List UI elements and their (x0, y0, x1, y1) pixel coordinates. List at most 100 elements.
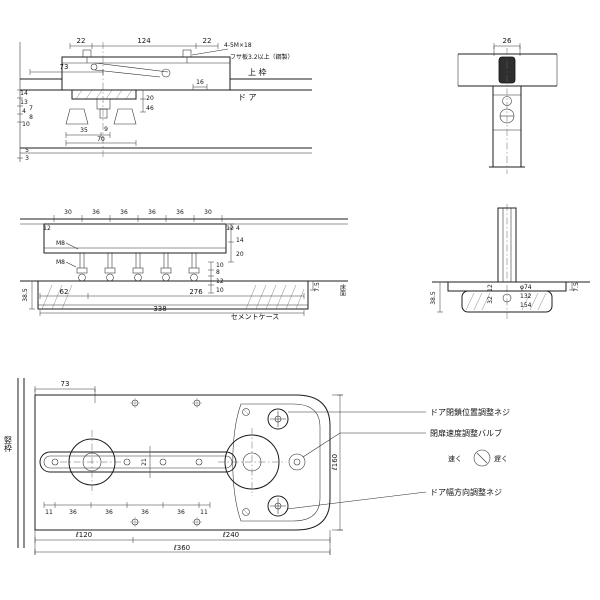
bolt-label-m8-a: M8 (56, 240, 65, 247)
nut-2 (104, 267, 116, 274)
dim-12a: 12 (43, 225, 51, 232)
plate-note: フサ板3.2以上（鋼製） (230, 53, 294, 61)
dim-10a: 10 (216, 262, 224, 269)
dim-l240: ℓ240 (222, 531, 239, 539)
length-dim-lines (34, 530, 331, 555)
transom-ends (457, 54, 558, 86)
dim-14: 14 (236, 237, 244, 244)
dim-4: 4 (236, 225, 240, 232)
dim-75: 7.5 (573, 282, 580, 292)
dim-36c: 36 (148, 209, 156, 216)
plan-view: 竪枠 (4, 378, 510, 555)
speed-valve (288, 453, 306, 471)
dim-36d: 36 (177, 509, 185, 516)
anchor-loop-2 (106, 273, 114, 282)
dim-30a: 30 (64, 209, 72, 216)
speed-valve-center (293, 458, 301, 466)
dim-13: 13 (20, 99, 28, 106)
dim-385: 38.5 (430, 291, 437, 305)
dim-75-line (569, 281, 575, 291)
arm-hole-4 (195, 458, 203, 466)
dim-21-line (147, 446, 153, 478)
valve-screw-icon (473, 449, 491, 467)
dim-338-line (39, 310, 305, 316)
bolt-head-left (82, 49, 92, 58)
top-frame-lines (20, 78, 312, 91)
plate-screw-top (242, 408, 250, 416)
dim-385-line (29, 280, 35, 310)
arm-channel-inner (43, 455, 233, 469)
dim-385: 38.5 (22, 288, 29, 302)
arm-hole-1 (51, 458, 59, 466)
cement-case-label: セメントケース (231, 313, 280, 321)
dim-75: 7.5 (314, 282, 321, 292)
dim-124: 124 (137, 37, 151, 45)
closer-arm (94, 62, 169, 78)
section-view: 30 36 36 36 36 30 12 12 M8 M8 4 14 20 10… (20, 209, 348, 321)
plate-hatch (75, 89, 133, 100)
callout-close-position: ドア閉鎖位置調整ネジ (430, 407, 510, 417)
screw-note-leader (191, 48, 229, 56)
dim-9: 9 (104, 126, 108, 133)
close-position-screw-center (274, 415, 282, 423)
arm-hole-3 (159, 458, 167, 466)
width-adjust-screw-center (274, 502, 282, 510)
dim-20: 20 (146, 95, 154, 102)
hub-centerlines (60, 430, 124, 494)
dim-385-line (437, 281, 443, 313)
dim-36a: 36 (92, 209, 100, 216)
top-frame-label: 上 枠 (248, 67, 267, 77)
width-adjust-screw-slot (270, 498, 286, 514)
screw-note: 4-5M×18 (224, 42, 252, 49)
dim-46: 46 (146, 105, 154, 112)
right-dim-line (228, 223, 234, 263)
top-pivot-front-view: 26 (457, 37, 558, 174)
callout-width-adjust: ドア幅方向調整ネジ (430, 487, 502, 497)
dim-35: 35 (80, 127, 88, 134)
transom-lines (458, 53, 557, 87)
plate-screw-bottom (242, 508, 250, 516)
dim-11a: 11 (45, 509, 53, 516)
close-position-screw-slot (270, 411, 286, 427)
pivot-body (498, 56, 516, 84)
dim-62-276-line (39, 293, 305, 299)
closer-box (43, 223, 227, 254)
jamb-lines (17, 378, 25, 548)
valve-screw-slot (476, 452, 488, 464)
dim-10b: 10 (216, 287, 224, 294)
case-hatch (41, 284, 305, 310)
bolt-stems (86, 57, 188, 63)
dim-8: 8 (216, 269, 220, 276)
anchor-loop-1 (78, 273, 86, 282)
dim-75-line (310, 280, 316, 291)
spindle-inner (502, 208, 512, 282)
dim-10: 10 (22, 121, 30, 128)
dim-35-9-line (65, 132, 111, 138)
foot-right (113, 108, 137, 125)
callout-leader-2 (302, 432, 426, 458)
plate-screw-slots (243, 409, 249, 515)
dim-36b: 36 (120, 209, 128, 216)
anchor-loop-3 (134, 273, 142, 282)
dim-338: 338 (153, 305, 166, 313)
width-adjust-screw (267, 495, 289, 517)
mounting-holes (130, 398, 250, 527)
side-dim-line (208, 261, 214, 294)
dim-22-left: 22 (77, 37, 86, 45)
dim-4: 4 (22, 108, 26, 115)
nut-5 (188, 267, 200, 274)
spindle-shaft (99, 108, 108, 119)
left-dim-ticks (17, 89, 23, 159)
dim-11b: 11 (200, 509, 208, 516)
close-position-screw (267, 408, 289, 430)
label-fast: 速く (448, 455, 462, 463)
dim-36a: 36 (69, 509, 77, 516)
m8-leaders (65, 242, 79, 268)
dim-l120: ℓ120 (75, 531, 92, 539)
jamb-label: 竪枠 (4, 436, 13, 453)
label-slow: 遅く (494, 455, 508, 463)
dim-20-46-line (140, 89, 146, 113)
door-label: ド ア (238, 93, 257, 102)
spindle-block (96, 98, 111, 110)
